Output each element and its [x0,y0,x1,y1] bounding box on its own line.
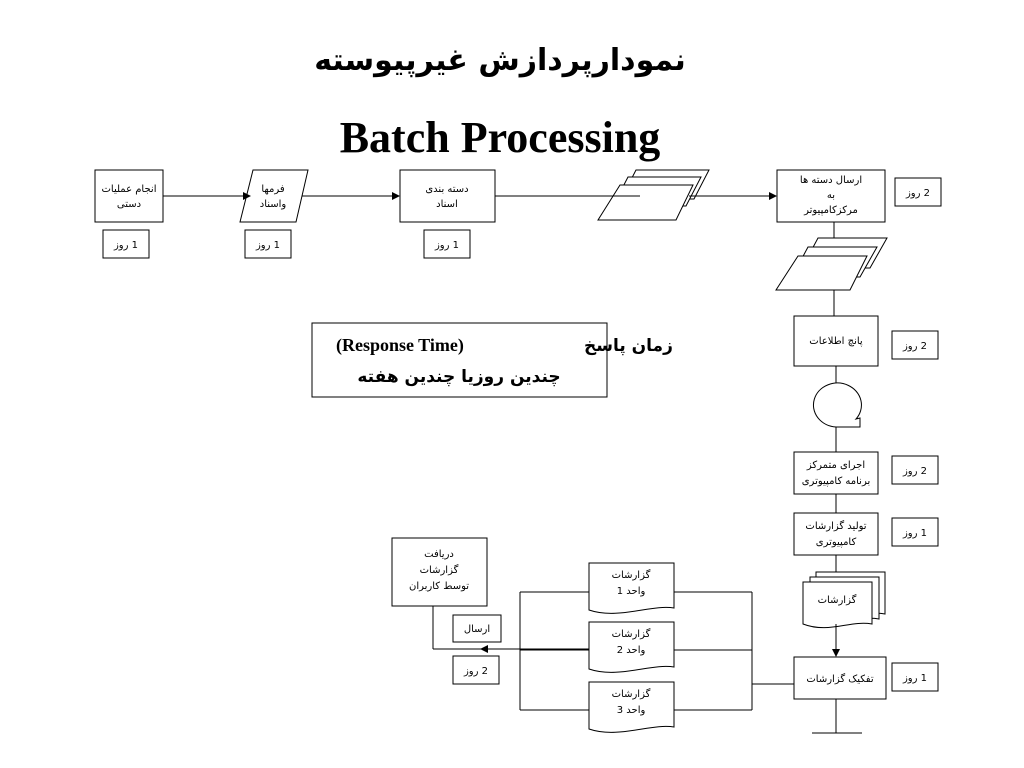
response-time-label-fa: زمان پاسخ [584,336,673,356]
duration-send-batches: 2 روز [894,177,942,207]
punch-data-text: پانچ اطلاعات [809,336,863,347]
batching-line1: دسته بندی [425,184,468,195]
unit2-reports-document: گزارشات واحد 2 [588,621,675,673]
send-batches-line3: مرکزکامپیوتر [803,205,858,216]
duration-batching-text: 1 روز [434,240,459,251]
duration-run-program-text: 2 روز [902,466,927,477]
forms-line2: واسناد [260,199,287,210]
punch-data-box: پانچ اطلاعات [793,315,879,367]
run-program-line1: اجرای متمرکز [806,460,865,471]
receive-reports-box: دریافت گزارشات توسط کاربران [391,537,488,607]
duration-produce-reports-text: 1 روز [902,528,927,539]
unit1-line1: گزارشات [612,569,651,581]
run-program-line2: برنامه کامپیوتری [802,476,871,487]
duration-forms: 1 روز [244,229,292,259]
receive-line3: توسط کاربران [409,581,469,592]
duration-send: 2 روز [452,655,500,685]
unit2-line1: گزارشات [612,628,651,640]
duration-manual-ops: 1 روز [102,229,150,259]
duration-send-text: 2 روز [463,666,488,677]
send-batches-box: ارسال دسته ها به مرکزکامپیوتر [776,169,886,223]
unit3-line1: گزارشات [612,688,651,700]
title-persian: نمودارپردازش غیرپیوسته [314,43,686,78]
duration-split-reports: 1 روز [891,662,939,692]
send-batches-line1: ارسال دسته ها [800,175,862,186]
manual-ops-line1: انجام عملیات [102,184,157,195]
duration-split-reports-text: 1 روز [902,673,927,684]
unit3-line2: واحد 3 [617,705,646,716]
reports-doc-text: گزارشات [818,594,857,606]
title-english: Batch Processing [340,113,661,162]
duration-send-batches-text: 2 روز [905,188,930,199]
response-time-box: زمان پاسخ (Response Time) چندین روزیا چن… [311,322,673,398]
duration-produce-reports: 1 روز [891,517,939,547]
batch-cards-stack [597,169,710,221]
unit3-reports-document: گزارشات واحد 3 [588,681,675,733]
send-label-box: ارسال [452,614,502,643]
produce-reports-line2: کامپیوتری [816,537,857,548]
batching-box: دسته بندی اسناد [399,169,496,223]
manual-operations-box: انجام عملیات دستی [94,169,164,223]
duration-punch-text: 2 روز [902,341,927,352]
batching-line2: اسناد [436,199,458,210]
receive-line2: گزارشات [420,564,459,576]
run-program-box: اجرای متمرکز برنامه کامپیوتری [793,451,879,495]
response-time-value: چندین روزیا چندین هفته [357,367,560,387]
unit2-line2: واحد 2 [617,645,646,656]
duration-batching: 1 روز [423,229,471,259]
send-batches-line2: به [827,190,835,201]
send-label-text: ارسال [464,624,490,635]
duration-run-program: 2 روز [891,455,939,485]
unit1-reports-document: گزارشات واحد 1 [588,562,675,614]
produce-reports-line1: تولید گزارشات [805,520,866,532]
split-reports-box: تفکیک گزارشات [793,656,887,700]
duration-forms-text: 1 روز [255,240,280,251]
produce-reports-box: تولید گزارشات کامپیوتری [793,512,879,556]
response-time-label-en: (Response Time) [336,335,464,356]
forms-documents-parallelogram: فرمها واسناد [239,169,309,223]
duration-punch: 2 روز [891,330,939,360]
forms-line1: فرمها [261,184,285,195]
receive-line1: دریافت [424,549,454,560]
reports-document-stack: گزارشات [802,571,886,629]
unit1-line2: واحد 1 [617,586,646,597]
duration-manual-ops-text: 1 روز [113,240,138,251]
magnetic-tape-symbol [812,382,862,428]
punched-cards-stack [775,237,888,291]
manual-ops-line2: دستی [117,199,141,210]
split-reports-text: تفکیک گزارشات [806,673,873,685]
